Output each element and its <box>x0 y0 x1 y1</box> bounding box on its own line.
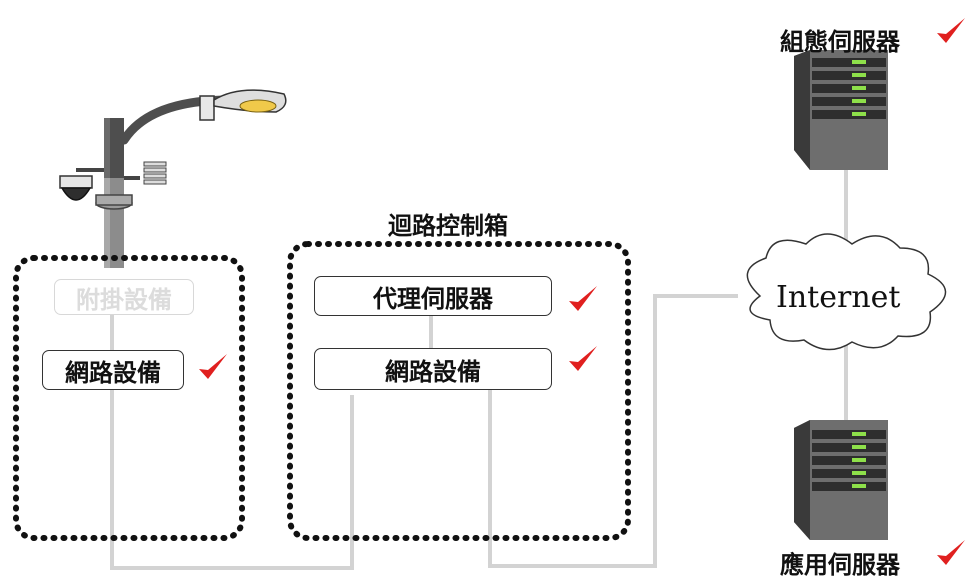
pole-network-device-box: 網路設備 <box>42 350 184 390</box>
app-server-label: 應用伺服器 <box>780 551 900 579</box>
attached-device-box: 附掛設備 <box>54 279 194 315</box>
control-box-outline <box>287 241 631 541</box>
check-icon <box>937 18 965 43</box>
internet-cloud <box>746 233 947 351</box>
pole-group-outline <box>13 255 245 541</box>
check-icon <box>199 354 227 379</box>
check-icon <box>569 346 597 371</box>
app-server-icon <box>794 420 888 540</box>
connection-lines <box>110 170 848 570</box>
street-lamp-pole <box>59 89 287 268</box>
check-icon <box>937 540 965 565</box>
internet-label: Internet <box>776 280 901 315</box>
box-network-device-box: 網路設備 <box>314 348 552 390</box>
control-box-title: 迴路控制箱 <box>388 212 508 240</box>
config-server-icon <box>794 50 888 170</box>
link-box-to-internet <box>488 294 738 568</box>
proxy-server-box: 代理伺服器 <box>314 276 552 316</box>
check-icon <box>569 286 597 311</box>
config-server-label: 組態伺服器 <box>780 28 900 56</box>
link-pole-to-box <box>110 310 354 570</box>
